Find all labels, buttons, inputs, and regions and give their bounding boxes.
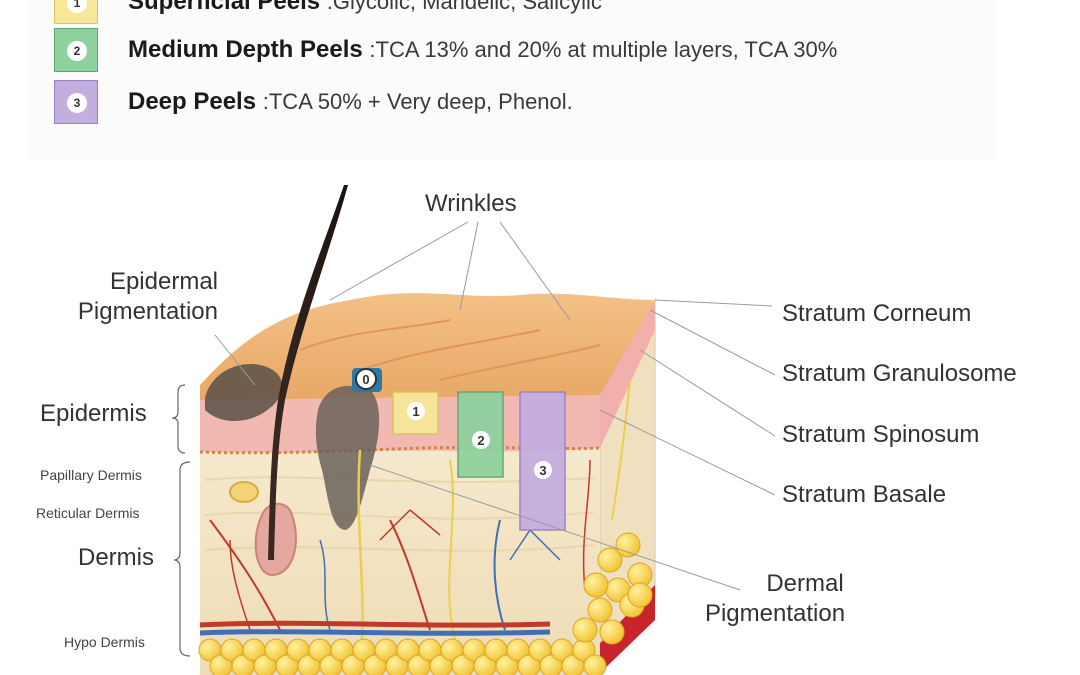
label-stratum-corneum: Stratum Corneum [782,300,972,327]
blood-vessel [509,529,561,561]
fat-cell [597,547,623,573]
blood-vessel [209,519,281,631]
leader-line-wrinkles [329,221,469,301]
legend-number: 2 [67,41,87,61]
label-stratum-basale: Stratum Basale [782,481,947,508]
legend-swatch-superficial: 1 [54,0,98,24]
blood-vessel [229,539,251,631]
legend-text: Medium Depth Peels :TCA 13% and 20% at m… [128,36,837,64]
peel-marker-number-0: 0 [362,372,369,387]
legend-description: :TCA 50% + Very deep, Phenol. [262,89,573,114]
leader-line-stratum-spinosum [639,349,776,437]
label-dermal-pigmentation-line1: Dermal [766,570,844,597]
nerve-fiber [357,449,364,641]
peel-marker-number-circle [407,402,425,420]
label-reticular-dermis: Reticular Dermis [36,505,140,521]
layer-brackets [171,384,191,657]
leader-line-dermal-pigmentation [369,464,741,591]
leader-lines [214,221,776,591]
peel-legend: 1 Superficial Peels :Glycolic, Mandelic,… [28,0,996,160]
blood-vessel [319,539,331,631]
wrinkle-crease [439,344,601,381]
blood-vessel [582,459,591,591]
leader-line-stratum-corneum [654,299,773,307]
leader-line-stratum-granulosome [649,309,776,376]
sebaceous-gland [229,481,259,503]
wrinkle-crease [359,329,541,371]
label-stratum-spinosum: Stratum Spinosum [782,421,980,448]
label-hypo-dermis: Hypo Dermis [64,634,145,650]
leader-line-epidermal-pigmentation [214,334,256,386]
wrinkle-crease [299,319,451,351]
hair-follicle [254,502,297,577]
legend-title: Medium Depth Peels [128,36,363,63]
fat-cell [615,532,641,558]
legend-title: Superficial Peels [128,0,321,15]
label-epidermal-pigmentation-line1: Epidermal [109,268,218,295]
peel-marker-number-circle [534,461,552,479]
label-stratum-granulosome: Stratum Granulosome [782,360,1017,387]
label-epidermal-pigmentation-line2: Pigmentation [77,298,218,325]
label-dermal-pigmentation-line2: Pigmentation [704,600,846,627]
peel-marker-number-3: 3 [539,463,546,478]
epidermal-pigmentation-spot [205,364,283,422]
label-epidermis: Epidermis [40,400,147,427]
legend-number: 3 [67,93,87,113]
peel-marker-number-1: 1 [412,404,419,419]
legend-description: :TCA 13% and 20% at multiple layers, TCA… [369,37,838,62]
peel-marker-number-2: 2 [477,433,484,448]
fat-cell [627,582,653,608]
legend-text: Deep Peels :TCA 50% + Very deep, Phenol. [128,88,573,116]
nerve-fiber [448,459,456,641]
epidermis-side-face [600,300,655,448]
legend-swatch-medium: 2 [54,28,98,72]
hair-shaft [268,185,348,560]
peel-marker-deep [519,391,566,531]
legend-description: :Glycolic, Mandelic, Salicylic [326,0,602,14]
dermis-fiber [204,544,596,552]
blood-vessel [389,519,431,631]
leader-line-stratum-basale [599,409,776,496]
stratum-basale-line [199,445,601,455]
vein-hypodermis [199,629,551,636]
fat-cell [587,597,613,623]
fat-cell [599,619,625,645]
blood-vessel [493,519,506,631]
peel-marker-number-circle [472,431,490,449]
nerve-fiber [611,379,631,521]
epidermis-bracket [171,384,186,454]
label-wrinkles: Wrinkles [425,190,517,217]
fat-cells [198,532,653,675]
dermis-bracket [173,461,191,657]
leader-line-wrinkles [459,221,479,311]
legend-number: 1 [67,0,87,13]
fat-cell [572,617,598,643]
blood-vessel [379,509,441,541]
dermal-pigmentation-spot [315,385,380,530]
legend-text: Superficial Peels :Glycolic, Mandelic, S… [128,0,602,16]
label-dermis: Dermis [78,544,154,571]
peel-marker-zero-circle [355,368,377,390]
fat-cell [583,572,609,598]
artery-hypodermis [199,620,551,628]
legend-title: Deep Peels [128,88,257,115]
fat-cell [583,654,607,675]
label-papillary-dermis: Papillary Dermis [40,467,142,483]
legend-swatch-deep: 3 [54,80,98,124]
leader-line-wrinkles [499,221,571,321]
skin-top-surface [200,293,655,400]
